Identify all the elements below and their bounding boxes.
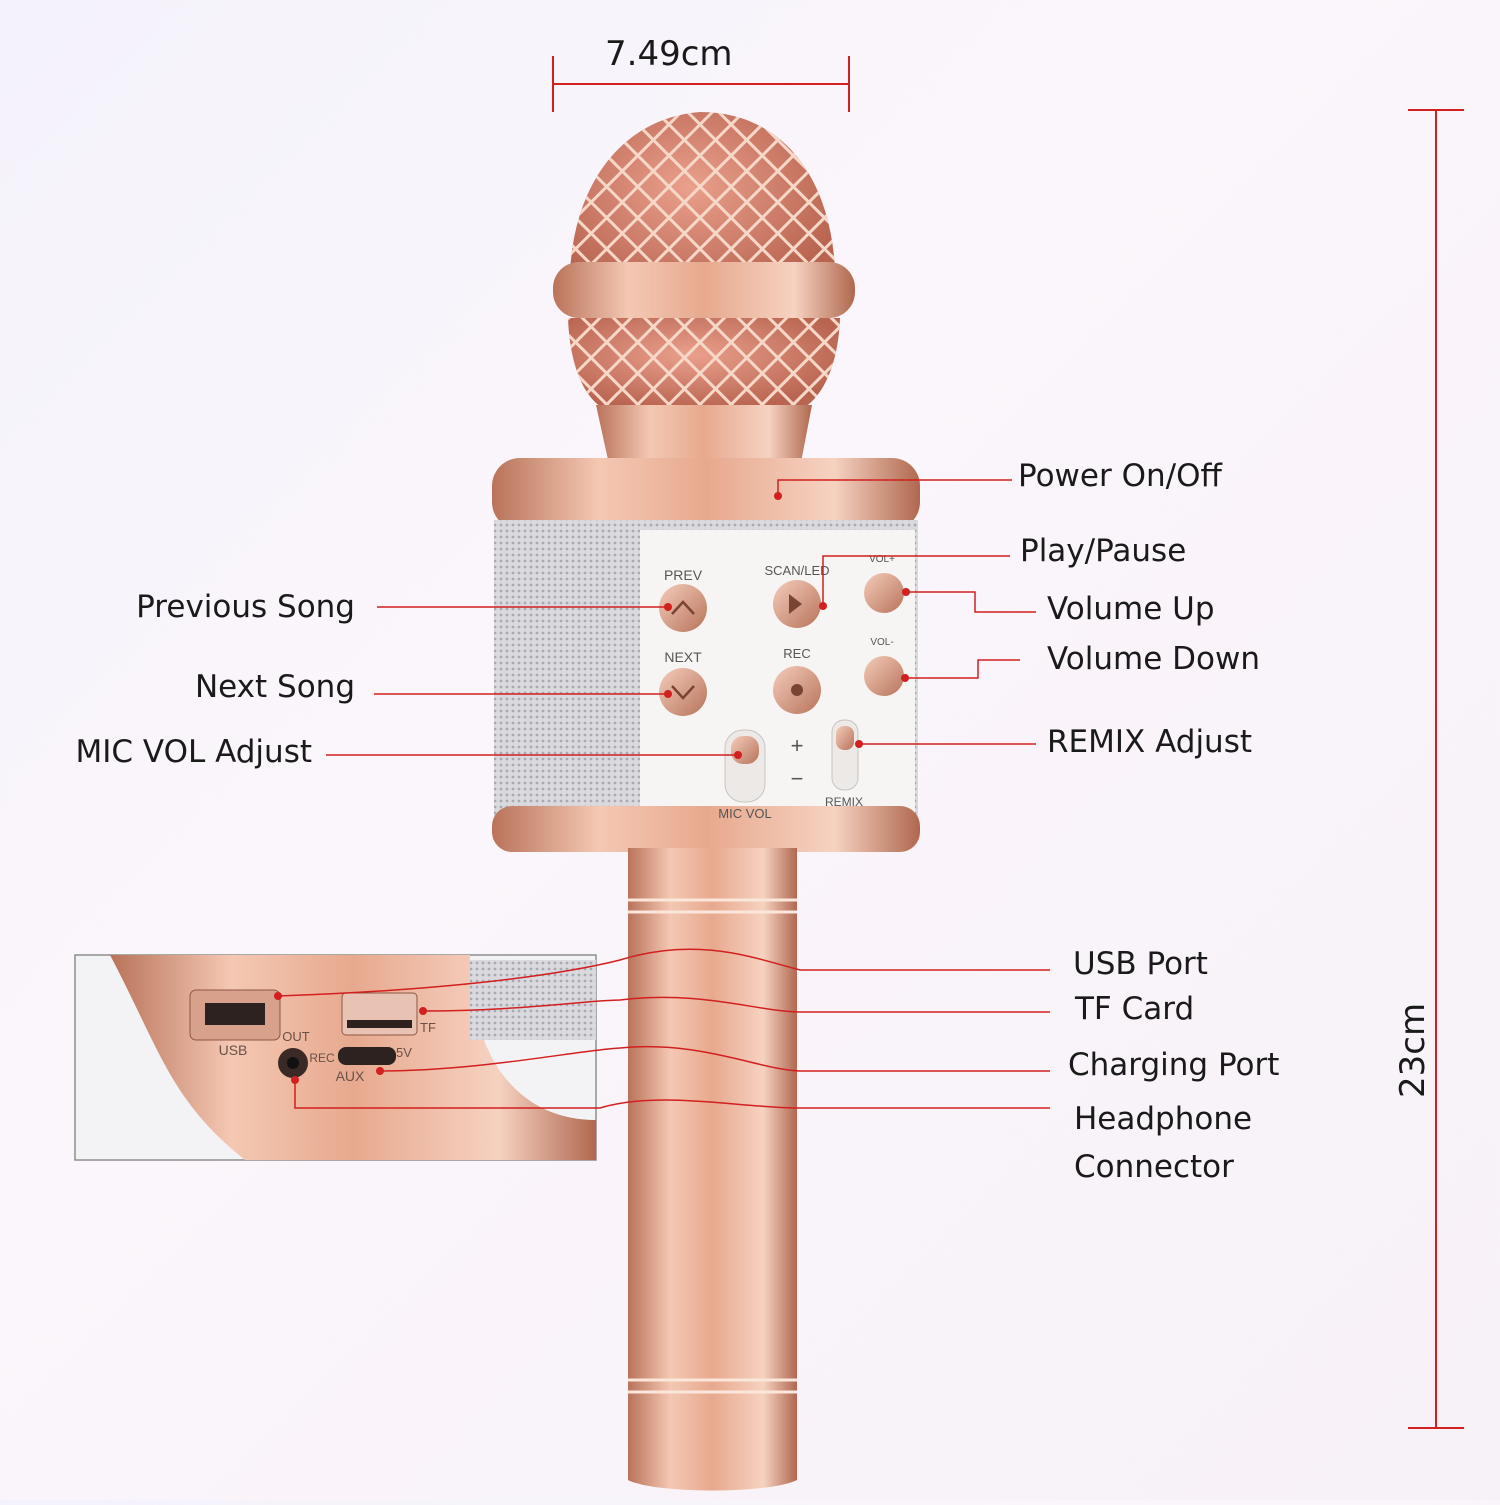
panel-volminus-label: VOL-	[870, 637, 893, 648]
panel-remix-label: REMIX	[825, 795, 863, 809]
callout-next-song: Next Song	[194, 669, 355, 705]
volume-up-button[interactable]	[864, 573, 904, 613]
mic-head	[553, 112, 855, 478]
volume-down-button[interactable]	[864, 656, 904, 696]
panel-prev-label: PREV	[664, 567, 703, 583]
callout-line-tf	[422, 996, 1050, 1013]
tf-slot-icon	[341, 992, 418, 1036]
play-pause-icon	[789, 594, 802, 614]
callout-headphone: Headphone	[1074, 1101, 1253, 1137]
callout-play-pause: Play/Pause	[1020, 533, 1187, 569]
chevron-down-icon	[671, 685, 695, 700]
panel-volplus-label: VOL+	[869, 554, 895, 565]
inset-5v-label: 5V	[396, 1045, 412, 1060]
panel-scan-label: SCAN/LED	[764, 563, 829, 578]
control-panel: PREV SCAN/LED VOL+ NEXT REC VOL- + − MIC…	[659, 554, 904, 821]
panel-plus-label: +	[791, 733, 804, 758]
callout-tf-card: TF Card	[1075, 991, 1195, 1027]
remix-slider-knob[interactable]	[836, 726, 854, 750]
height-label: 23cm	[1393, 1002, 1433, 1098]
callout-volume-down: Volume Down	[1047, 641, 1260, 677]
callout-line-play	[822, 555, 1010, 606]
inset-out-label: OUT	[282, 1029, 310, 1044]
callout-usb-port: USB Port	[1073, 946, 1208, 982]
callout-line-voldown	[905, 659, 1020, 679]
record-icon	[791, 684, 803, 696]
callout-line-power	[777, 479, 1012, 496]
callout-line-usb	[277, 948, 1050, 997]
next-button[interactable]	[659, 668, 707, 716]
prev-button[interactable]	[659, 584, 707, 632]
mic-body	[492, 458, 920, 1491]
inset-tf-label: TF	[420, 1020, 436, 1035]
callout-lines	[277, 479, 1050, 1109]
callout-line-volup	[906, 591, 1036, 613]
width-label: 7.49cm	[605, 34, 733, 74]
mic-vol-slider-knob[interactable]	[731, 736, 759, 764]
charging-port-icon	[338, 1047, 396, 1065]
chevron-up-icon	[671, 600, 695, 615]
callout-volume-up: Volume Up	[1047, 591, 1215, 627]
callout-previous-song: Previous Song	[136, 589, 355, 625]
ports-inset: USB OUT REC AUX TF 5V	[74, 954, 597, 1161]
width-dimension	[552, 56, 850, 112]
panel-next-label: NEXT	[664, 649, 702, 665]
panel-minus-label: −	[791, 766, 804, 791]
panel-micvol-label: MIC VOL	[718, 806, 771, 821]
inset-aux-label: AUX	[336, 1068, 365, 1084]
callout-mic-vol-adjust: MIC VOL Adjust	[75, 734, 312, 770]
inset-rec-label: REC	[309, 1051, 335, 1065]
callout-remix-adjust: REMIX Adjust	[1047, 724, 1253, 760]
callout-charging-port: Charging Port	[1068, 1047, 1280, 1083]
callout-power: Power On/Off	[1018, 458, 1222, 494]
callout-line-charging	[379, 1045, 1050, 1072]
panel-rec-label: REC	[783, 646, 810, 661]
height-dimension	[1408, 109, 1464, 1429]
inset-usb-label: USB	[219, 1042, 248, 1058]
callout-connector: Connector	[1074, 1149, 1234, 1185]
callout-dots	[274, 492, 910, 1084]
callout-line-headphone	[294, 1080, 1050, 1109]
